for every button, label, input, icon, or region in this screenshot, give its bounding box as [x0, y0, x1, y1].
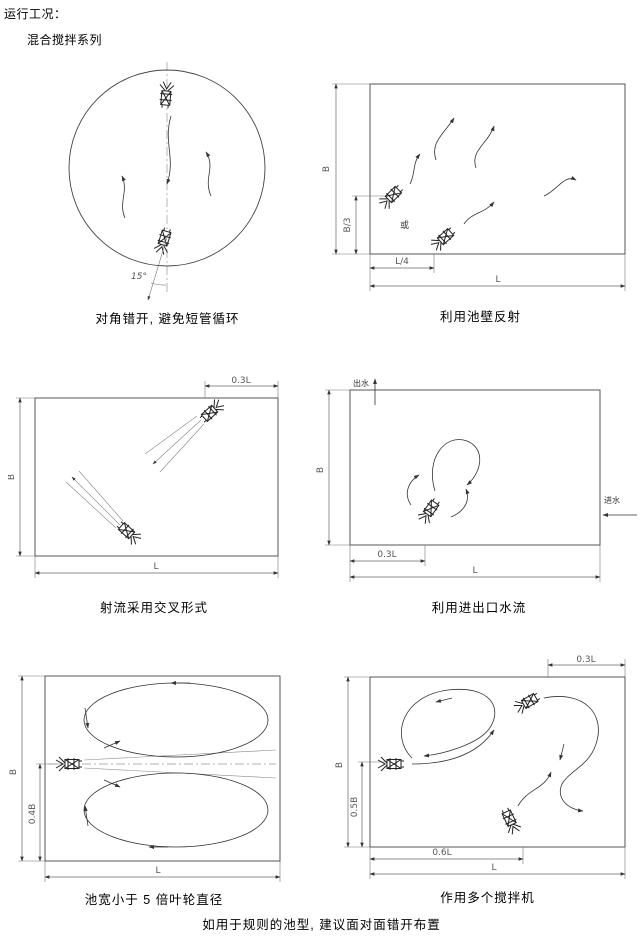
panel-wall-reflection: B B/3 L/4 L 或: [318, 72, 643, 325]
page-title: 运行工况：: [4, 7, 67, 21]
narrow-tank-diagram: B 0.4B L: [9, 675, 281, 882]
dim-label-L: L: [495, 275, 500, 285]
mixer-icon: [113, 518, 144, 548]
flow-arrows: [121, 115, 212, 219]
dimension-L: L: [349, 545, 601, 582]
tank-outline: [44, 675, 281, 862]
diagram-caption: 池宽小于 5 倍叶轮直径: [84, 893, 224, 907]
dim-label-B: B: [322, 166, 332, 172]
wall-reflection-diagram: B B/3 L/4 L 或: [322, 83, 626, 291]
dimension-06L: 0.6L: [369, 847, 524, 864]
dim-label-B: B: [335, 762, 345, 768]
tank-outline: [68, 69, 266, 267]
or-label: 或: [400, 219, 409, 231]
panel-circular-tank: 15° 对角错开, 避免短管循环: [35, 58, 300, 327]
dim-label-L: L: [491, 863, 496, 873]
flow-arrows: [406, 439, 481, 518]
dim-label-B: B: [9, 769, 19, 775]
mixer-icon: [376, 182, 406, 212]
diagram-caption: 作用多个搅拌机: [440, 891, 535, 905]
page-subtitle: 混合搅拌系列: [27, 33, 103, 47]
upper-circulation-loop: [83, 682, 269, 758]
panel-narrow-tank: B 0.4B L: [8, 664, 300, 908]
jet-fan: [65, 470, 124, 529]
dimension-B: B: [316, 389, 350, 546]
diagram-caption: 利用池壁反射: [439, 310, 521, 324]
mixer-icon: [152, 225, 175, 256]
inlet-label: 进水: [604, 495, 620, 505]
dimension-B3: B/3: [343, 195, 388, 255]
flow-arrows: [83, 681, 190, 849]
mixer-icon: [415, 495, 444, 526]
dimension-L: L: [369, 254, 626, 291]
inlet: 进水: [602, 495, 637, 517]
mixer-icon: [377, 756, 405, 772]
dimension-B: B: [9, 675, 45, 862]
angle-annotation: 15°: [131, 233, 169, 301]
dimension-L: L: [369, 847, 626, 879]
dimension-03L: 0.3L: [204, 376, 279, 398]
inlet-outlet-diagram: 出水 进水 B 0.3L L: [316, 378, 637, 582]
dim-label-L: L: [472, 566, 477, 576]
dimension-B: B: [8, 397, 35, 557]
dim-label-04B: 0.4B: [28, 804, 38, 825]
dimension-03L: 0.3L: [349, 545, 426, 566]
flow-arrows: [409, 117, 577, 225]
footer-note: 如用于规则的池型, 建议面对面错开布置: [202, 918, 441, 932]
dimension-L: L: [34, 556, 279, 578]
dimension-B: B: [322, 83, 370, 255]
dimension-L4: L/4: [369, 254, 435, 273]
dim-label-B3: B/3: [343, 218, 353, 233]
tank-outline: [34, 397, 279, 557]
tank-outline: [369, 676, 626, 848]
angle-label: 15°: [131, 272, 147, 282]
outlet-label: 出水: [353, 378, 369, 388]
dimension-05B: 0.5B: [350, 761, 386, 848]
crossing-jets-diagram: 0.3L B L: [8, 376, 279, 578]
jet-fan: [144, 415, 205, 473]
mixer-icon: [196, 396, 227, 426]
dim-label-03L: 0.3L: [231, 376, 250, 386]
dimension-04B: 0.4B: [28, 763, 64, 862]
dimension-03L: 0.3L: [547, 655, 626, 677]
panel-multiple-mixers: 0.3L B 0.5B 0.6L L: [332, 652, 643, 906]
tank-outline: [369, 83, 626, 255]
dim-label-B: B: [316, 467, 326, 473]
flow-arrows: [401, 688, 599, 813]
dim-label-L4: L/4: [395, 257, 409, 267]
multiple-mixers-diagram: 0.3L B 0.5B 0.6L L: [335, 655, 626, 879]
panel-inlet-outlet: 出水 进水 B 0.3L L: [315, 375, 643, 616]
dim-label-05B: 0.5B: [350, 797, 360, 818]
mixer-icon: [511, 689, 543, 716]
dim-label-L: L: [153, 562, 158, 572]
diagram-caption: 利用进出口水流: [431, 601, 527, 615]
tank-outline: [349, 389, 601, 546]
dimension-L: L: [44, 861, 281, 882]
dimension-B: B: [335, 676, 370, 848]
lower-circulation-loop: [83, 772, 269, 848]
mixer-icon: [498, 805, 523, 837]
mixer-icon: [157, 80, 175, 110]
outlet: 出水: [353, 378, 377, 405]
dim-label-03L: 0.3L: [576, 655, 595, 665]
panel-crossing-jets: 0.3L B L: [8, 375, 300, 616]
dim-label-L: L: [155, 866, 160, 876]
circular-tank-diagram: 15°: [68, 62, 266, 301]
diagram-caption: 对角错开, 避免短管循环: [95, 312, 240, 326]
mixer-icon: [428, 224, 459, 254]
dim-label-B: B: [8, 474, 17, 480]
dim-label-06L: 0.6L: [432, 848, 451, 858]
dim-label-03L: 0.3L: [377, 550, 396, 560]
diagram-caption: 射流采用交叉形式: [99, 601, 208, 615]
